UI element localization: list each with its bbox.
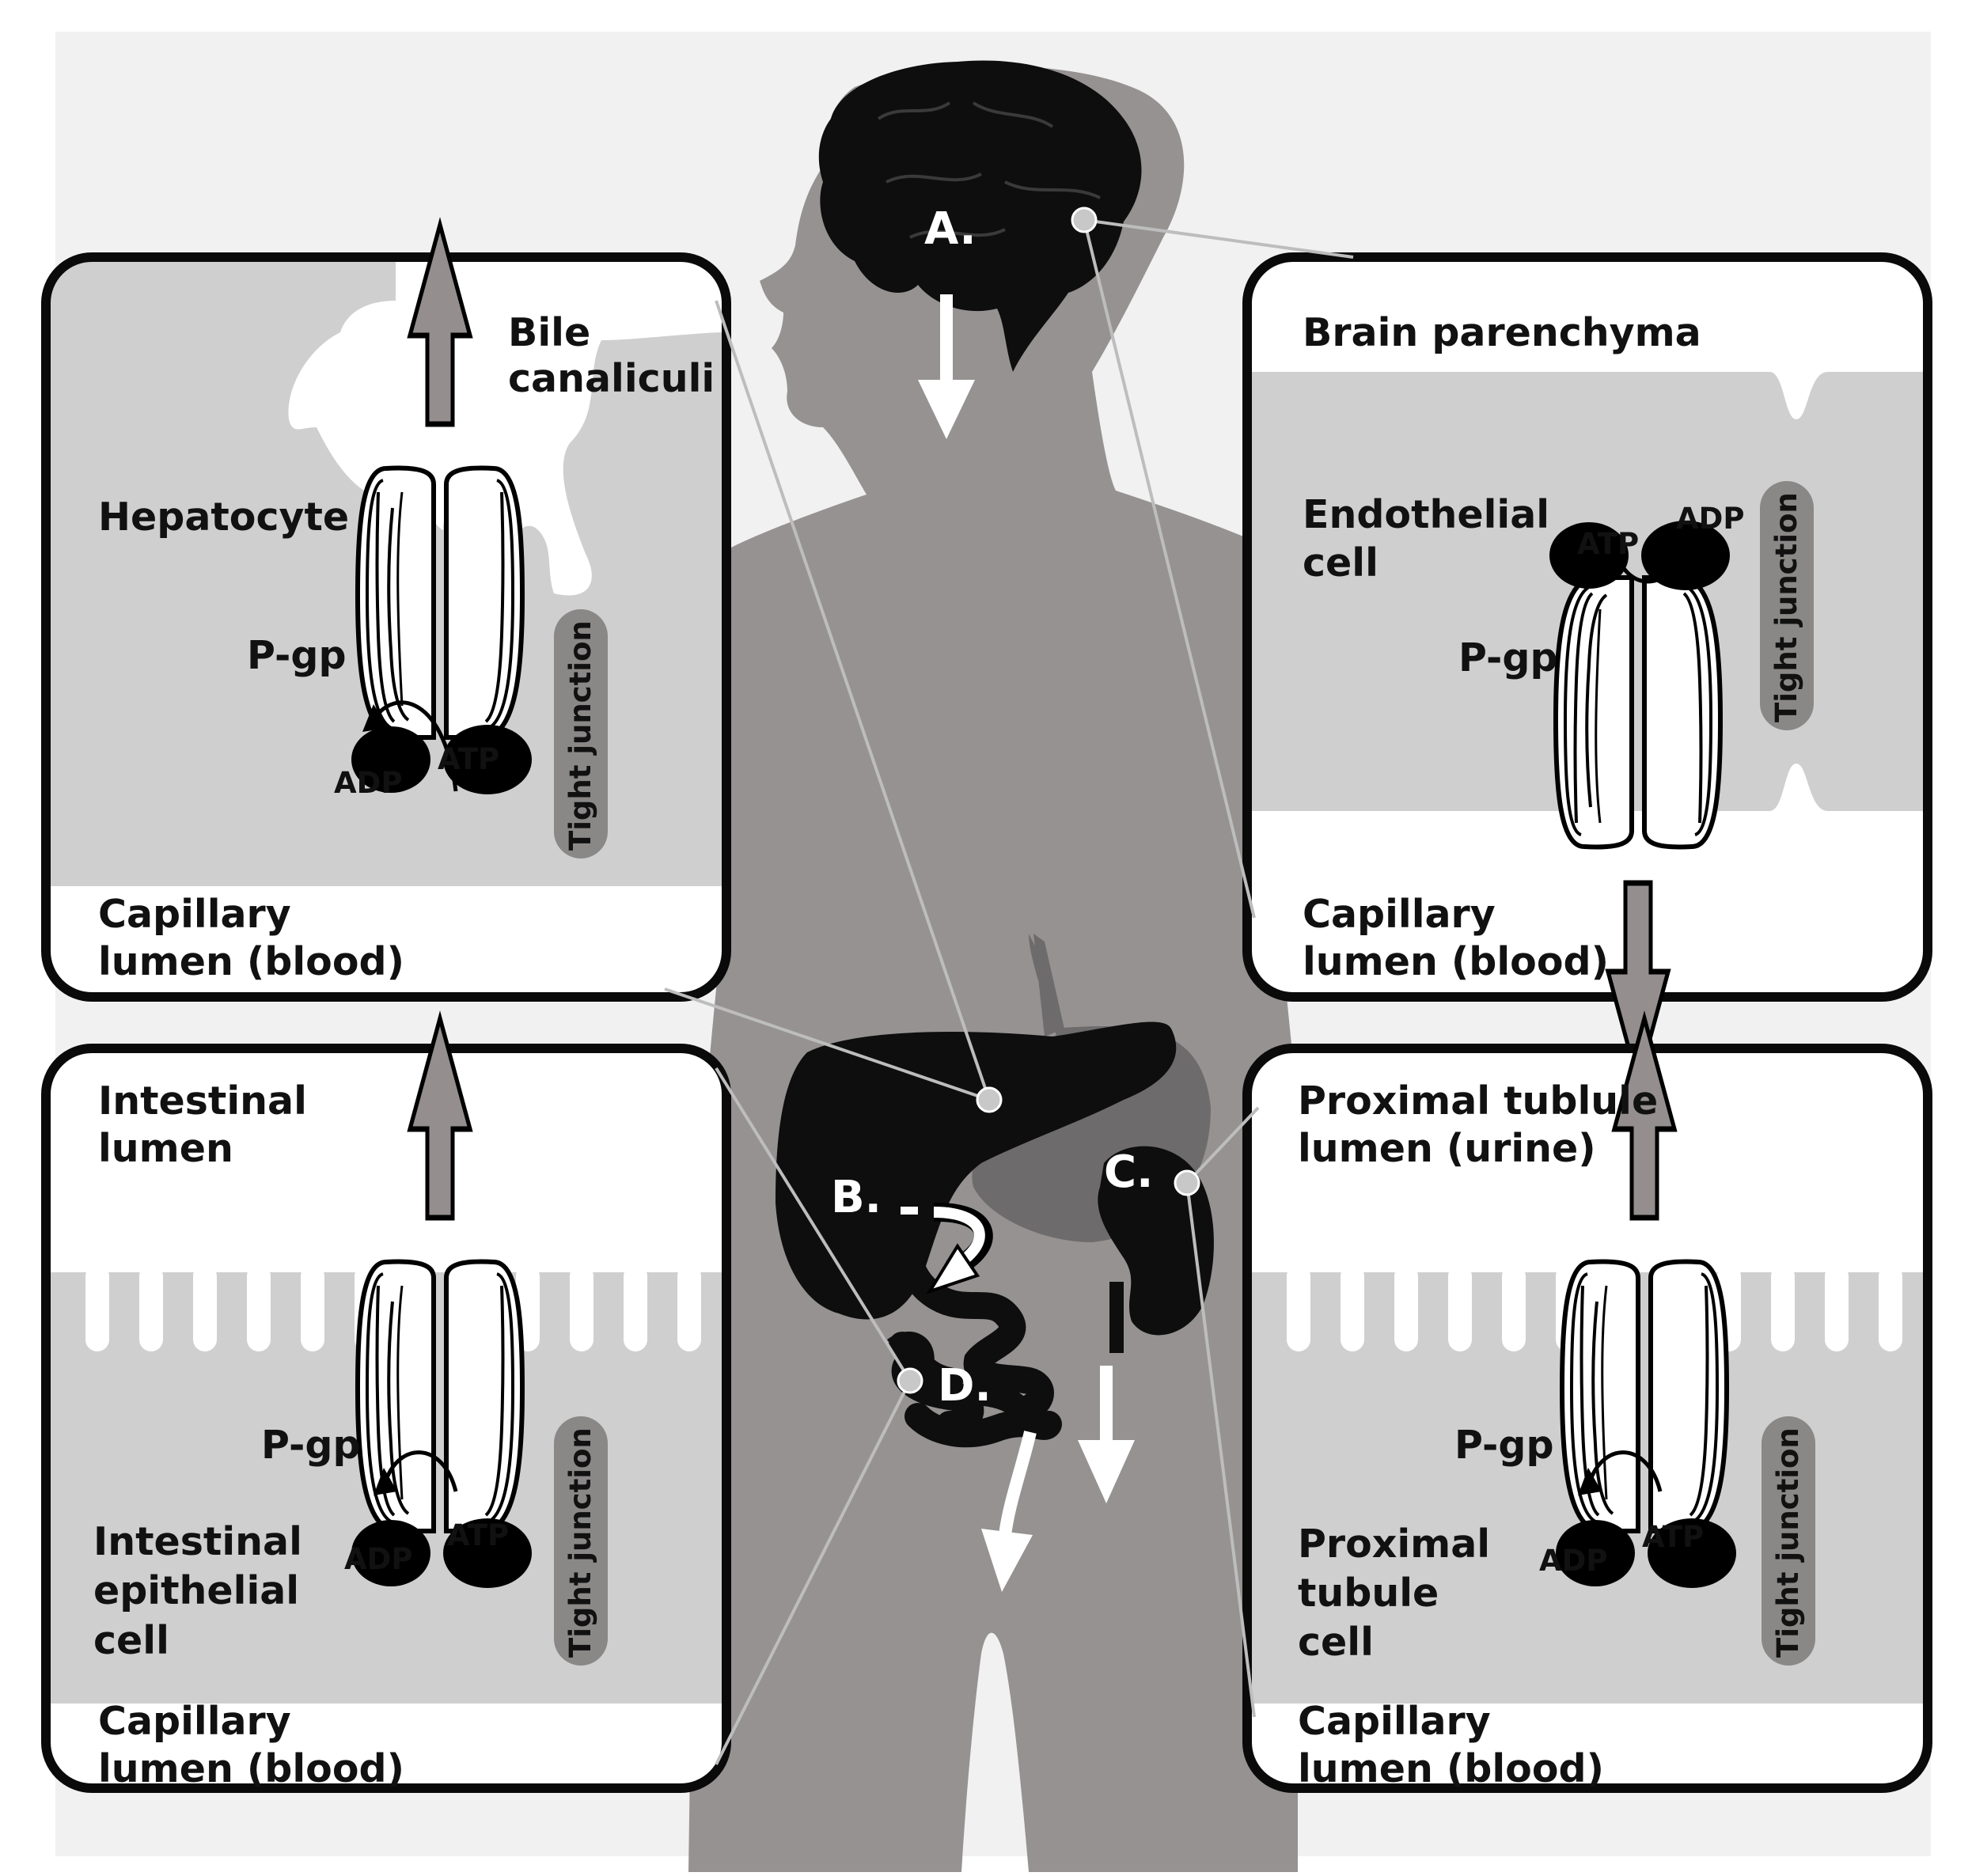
liver-organ [776,1021,1177,1320]
brain-top-label: Brain parenchyma [1303,310,1701,355]
kidney-tight-junction-label: Tight junction [1771,1427,1805,1658]
intestinal-efflux-arrow [981,1431,1037,1592]
marker-a: A. [924,203,977,255]
intestine-pgp-label: P-gp [261,1423,361,1468]
intestine-pointer-dot [897,1367,923,1394]
intestine-cell-label: Intestinal [93,1519,302,1564]
human-silhouette [688,66,1306,1872]
kidney-pointer-dot [1174,1169,1200,1196]
intestine-cell-label-3: cell [93,1618,169,1663]
intestine-loop [887,1332,1037,1422]
intestine-top-label: Intestinal [98,1078,307,1124]
intestine-adp-arrowhead [374,1468,397,1495]
kidney-cell-label: Proximal [1298,1522,1490,1567]
kidney-connector-top [1185,1106,1260,1184]
brain-tight-junction [1760,481,1814,730]
marker-d: D. [938,1360,992,1412]
brain-adp-arrowhead [1684,530,1705,560]
brain-pointer-dot [1071,207,1098,233]
intestine-cell-label-2: epithelial [93,1568,299,1613]
brain-pgp-label: P-gp [1458,635,1558,680]
kidney-connector-bottom [1185,1182,1256,1718]
kidney-pgp-label: P-gp [1454,1423,1554,1468]
brain-bottom-label-2: lumen (blood) [1303,939,1609,984]
liver-top-label: Bile [508,310,590,355]
kidney-bottom-label-2: lumen (blood) [1298,1746,1604,1791]
connector-lines [664,218,1354,1765]
intestine-atp-label: ATP [447,1518,509,1552]
brain-connector-top [1083,218,1354,259]
kidney-atp-label: ATP [1642,1520,1704,1554]
kidney-tight-junction [1762,1416,1815,1666]
kidney-cell-label-3: cell [1298,1620,1374,1665]
kidney-adp-arrowhead [1578,1468,1602,1495]
brain-bottom-label: Capillary [1303,892,1496,937]
kidney-top-label-2: lumen (urine) [1298,1126,1596,1171]
intestine-connector-top [715,1067,912,1382]
brain-atp-arrow [1615,544,1696,584]
brain-tight-junction-label: Tight junction [1769,492,1803,722]
kidney-atp-arrow [1586,1450,1663,1492]
liver-atp-label: ATP [438,742,499,776]
intestine-bottom-label: Capillary [98,1699,291,1744]
kidney-adp-label: ADP [1539,1544,1607,1578]
marker-b: B. [831,1172,882,1223]
brain-organ [818,60,1142,372]
intestine-capillary-area [46,1704,726,1788]
liver-capillary-area [46,886,726,997]
renal-efflux-arrow [1078,1366,1135,1503]
intestine-adp-label: ADP [344,1542,412,1576]
liver-pointer-dot [976,1086,1003,1113]
liver-atp-arrow [370,700,458,792]
kidney-cell-label-2: tubule [1298,1571,1439,1616]
connector-dots [897,207,1200,1394]
intestine-atp-arrow [381,1450,458,1492]
liver-adp-arrowhead [362,704,388,732]
intestine-top-label-2: lumen [98,1126,233,1171]
kidney-capillary-area [1247,1704,1928,1788]
intestine-panel: Tight junction Intestinal lumen P-gp ADP… [41,1018,731,1793]
marker-c: C. [1104,1146,1153,1198]
liver-tight-junction-label: Tight junction [563,620,597,851]
liver-bottom-label: Capillary [98,892,291,937]
liver-connector-bottom [664,987,990,1101]
liver-panel: Tight junction Bile canaliculi Hepatocyt… [41,225,731,1002]
brain-efflux-arrow [918,294,975,439]
intestine-bottom-label-2: lumen (blood) [98,1746,404,1791]
esophagus [1033,934,1064,1037]
brain-adp-label: ADP [1676,502,1744,536]
intestine-connector-bottom [715,1380,912,1765]
liver-bottom-label-2: lumen (blood) [98,939,404,984]
liver-tight-junction [554,609,608,858]
kidney-bottom-label: Capillary [1298,1699,1491,1744]
intestine-tight-junction-label: Tight junction [563,1427,597,1658]
brain-cell-label-2: cell [1303,540,1379,586]
liver-adp-label: ADP [334,766,402,800]
brain-atp-label: ATP [1577,527,1639,561]
brain-panel: Tight junction Brain parenchyma Endothel… [1242,252,1932,1082]
kidney-top-label: Proximal tublule [1298,1078,1658,1124]
brain-cell-label: Endothelial [1303,492,1549,537]
bile-efflux-arrow [901,1202,993,1294]
intestine-tight-junction [554,1416,608,1666]
liver-connector-top [715,300,991,1101]
kidney-panel: Tight junction Proximal tublule lumen (u… [1242,1018,1932,1793]
bile-canaliculi-area [46,257,726,596]
brain-folds [877,101,1101,239]
liver-cell-label: Hepatocyte [98,495,349,540]
liver-top-label-2: canaliculi [508,356,715,401]
liver-pgp-label: P-gp [247,633,347,678]
brain-connector-bottom [1083,219,1256,919]
ureter [1109,1282,1124,1353]
